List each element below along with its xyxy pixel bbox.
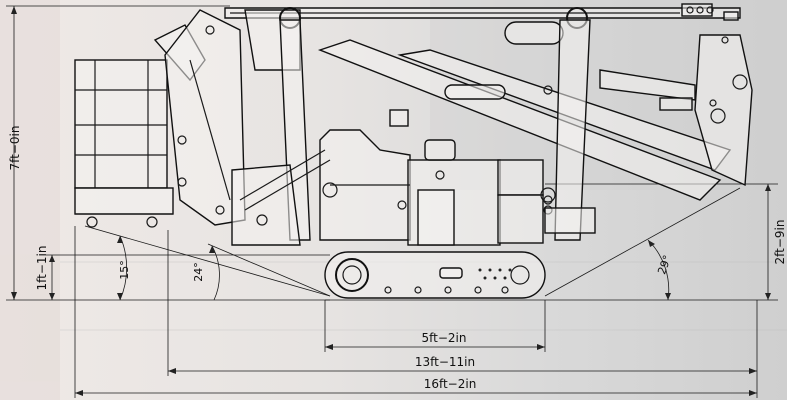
- angle-lines: [84, 187, 741, 301]
- dim-mid-length-label: 13ft−11in: [415, 355, 475, 369]
- dim-height-right: [545, 183, 778, 301]
- front-outrigger: [231, 149, 331, 246]
- dim-total-length: [74, 226, 758, 398]
- angle-front-label: 15°: [118, 260, 131, 280]
- angle-rear-label: 29°: [655, 253, 674, 276]
- jib-arm: [153, 9, 246, 226]
- dim-total-length-label: 16ft−2in: [424, 377, 477, 391]
- dim-height-low-label: 1ft−1in: [35, 246, 49, 291]
- dim-mid-length: [167, 230, 758, 376]
- angle-front-inner-label: 24°: [192, 262, 205, 282]
- dim-height-right-label: 2ft−9in: [773, 220, 787, 265]
- dim-height-total-label: 7ft−0in: [8, 126, 22, 171]
- chassis: [319, 109, 596, 246]
- crawler-tracks: [324, 251, 546, 299]
- work-platform-basket: [74, 59, 174, 228]
- dim-height-low: [46, 254, 330, 300]
- rear-boom-plate: [694, 34, 753, 187]
- dim-track-length-label: 5ft−2in: [422, 331, 467, 345]
- dim-height-total: [6, 5, 330, 301]
- dim-track-length: [324, 300, 546, 352]
